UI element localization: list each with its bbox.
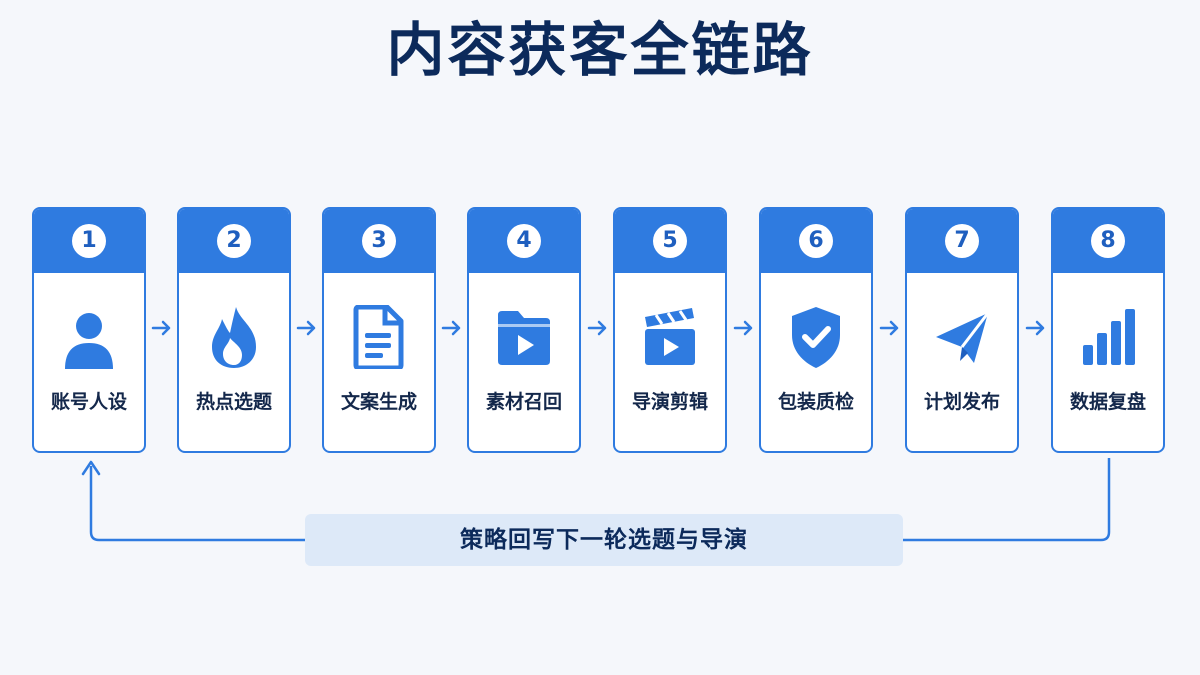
step-header: 3	[324, 209, 434, 273]
step-header: 5	[615, 209, 725, 273]
arrow-right-icon	[733, 320, 753, 336]
step-card-5: 5 导演剪辑	[613, 207, 727, 453]
user-icon	[65, 313, 113, 369]
step-header: 4	[469, 209, 579, 273]
step-card-1: 1 账号人设	[32, 207, 146, 453]
step-number: 6	[799, 224, 833, 258]
page-title: 内容获客全链路	[386, 16, 814, 84]
step-card-2: 2 热点选题	[177, 207, 291, 453]
step-card-7: 7 计划发布	[905, 207, 1019, 453]
step-label: 数据复盘	[1069, 391, 1146, 413]
step-number: 5	[653, 224, 687, 258]
step-number: 8	[1091, 224, 1125, 258]
arrow-right-icon	[441, 320, 461, 336]
step-header: 1	[34, 209, 144, 273]
arrow-right-icon	[296, 320, 316, 336]
document-icon	[353, 305, 404, 369]
step-label: 热点选题	[195, 391, 272, 413]
arrow-right-icon	[1025, 320, 1045, 336]
step-number: 7	[945, 224, 979, 258]
step-card-8: 8 数据复盘	[1051, 207, 1165, 453]
step-number: 1	[72, 224, 106, 258]
arrow-right-icon	[879, 320, 899, 336]
paper-plane-icon	[936, 312, 990, 363]
step-card-6: 6 包装质检	[759, 207, 873, 453]
clapperboard-icon	[645, 308, 695, 365]
step-card-3: 3 文案生成	[322, 207, 436, 453]
step-number: 3	[362, 224, 396, 258]
step-label: 文案生成	[340, 391, 417, 413]
shield-check-icon	[792, 307, 840, 368]
step-label: 导演剪辑	[631, 391, 708, 413]
flame-icon	[212, 307, 256, 368]
step-header: 6	[761, 209, 871, 273]
step-label: 素材召回	[485, 391, 562, 413]
step-header: 2	[179, 209, 289, 273]
step-label: 计划发布	[923, 391, 1000, 413]
step-header: 8	[1053, 209, 1163, 273]
step-header: 7	[907, 209, 1017, 273]
step-label: 包装质检	[777, 391, 854, 413]
bar-chart-icon	[1083, 309, 1135, 365]
arrow-right-icon	[151, 320, 171, 336]
arrow-right-icon	[587, 320, 607, 336]
step-label: 账号人设	[50, 391, 127, 413]
step-number: 4	[507, 224, 541, 258]
step-card-4: 4 素材召回	[467, 207, 581, 453]
step-number: 2	[217, 224, 251, 258]
video-folder-icon	[498, 311, 550, 365]
feedback-loop-label: 策略回写下一轮选题与导演	[305, 514, 903, 566]
